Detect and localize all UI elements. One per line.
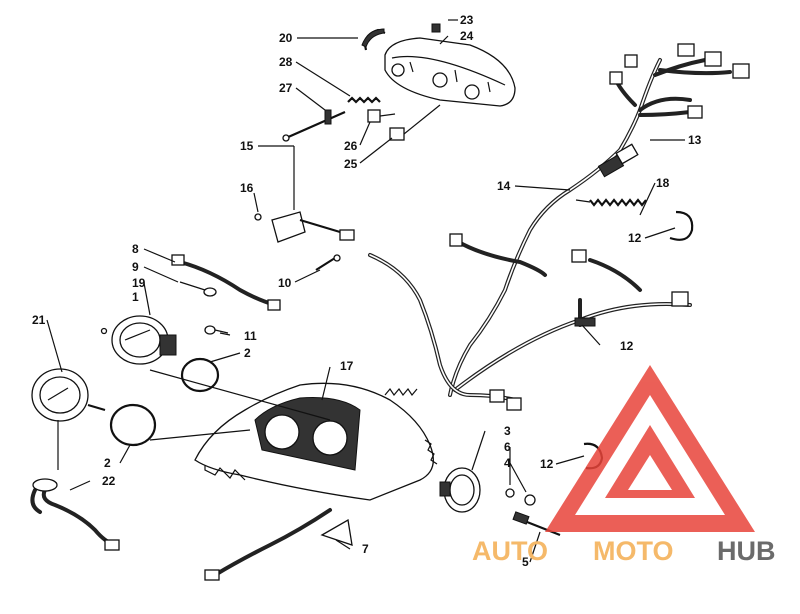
callout-5: 5: [522, 555, 529, 569]
adjust-spring-28: [347, 96, 381, 104]
watermark-text: AUTO MOTO HUB: [472, 536, 776, 566]
ring-2-upper: [180, 357, 220, 393]
callout-22: 22: [102, 474, 116, 488]
clamp-12-top: [669, 210, 694, 241]
gauge-3: [439, 467, 481, 513]
wiring-harness-upper: [448, 58, 732, 397]
callout-14: 14: [497, 179, 511, 193]
callout-2-upper: 2: [244, 346, 251, 360]
clamp-12-mid: [574, 317, 596, 327]
callout-17: 17: [340, 359, 354, 373]
callout-19: 19: [132, 276, 146, 290]
callout-20: 20: [279, 31, 293, 45]
connector-13: [597, 143, 639, 178]
watermark-hub: HUB: [717, 536, 776, 566]
callout-24: 24: [460, 29, 474, 43]
callout-6: 6: [504, 440, 511, 454]
bulb-11: [204, 325, 229, 335]
callout-16: 16: [240, 181, 254, 195]
clip-23: [431, 23, 441, 33]
leader-lines: [46, 19, 685, 563]
callout-12-mid: 12: [620, 339, 634, 353]
callout-21: 21: [32, 313, 46, 327]
callout-26: 26: [344, 139, 358, 153]
callout-9: 9: [132, 260, 139, 274]
callout-10: 10: [278, 276, 292, 290]
watermark-moto: MOTO: [593, 536, 674, 566]
bulb-socket-25: [389, 104, 441, 141]
bulb-socket-26: [367, 109, 396, 123]
bulb-5: [512, 511, 561, 537]
connector-right-a: [571, 249, 587, 263]
callout-18: 18: [656, 176, 670, 190]
callout-11: 11: [244, 329, 257, 343]
bracket-15: [254, 211, 355, 243]
connector-cluster-top-right: [609, 43, 750, 119]
gauge-21: [31, 368, 106, 422]
spring-18: [575, 198, 647, 207]
callout-8: 8: [132, 242, 139, 256]
washer-4: [505, 488, 515, 498]
bulb-19: [179, 281, 217, 297]
screw-19: [100, 327, 108, 335]
wiring-harness-lower-left: [204, 508, 332, 581]
callout-12-bottom: 12: [540, 457, 554, 471]
callout-25: 25: [344, 157, 358, 171]
callout-27: 27: [279, 81, 293, 95]
callout-2-lower: 2: [104, 456, 111, 470]
harness-22: [30, 478, 120, 551]
callout-28: 28: [279, 55, 293, 69]
wiring-harness-center: [368, 233, 547, 411]
watermark-auto: AUTO: [472, 536, 548, 566]
harness-8: [171, 254, 281, 311]
dash-panel-17: [194, 382, 438, 501]
callout-labels: 20 23 24 28 27 26 25 13 15 16 14 18 12 8…: [32, 13, 702, 569]
callout-23: 23: [460, 13, 474, 27]
connector-right-b: [671, 291, 689, 307]
headlight-assembly: [384, 37, 516, 107]
nut-6: [524, 494, 536, 506]
callout-1: 1: [132, 290, 139, 304]
screw-10: [315, 254, 341, 271]
callout-7: 7: [362, 542, 369, 556]
adjust-screw-27: [282, 109, 346, 142]
wiring-harness-lower-right: [453, 258, 692, 392]
callout-3: 3: [504, 424, 511, 438]
callout-12-top: 12: [628, 231, 642, 245]
gauge-1: [111, 315, 177, 365]
headlight-bracket-20: [361, 28, 386, 51]
callout-13: 13: [688, 133, 702, 147]
watermark-logo: [545, 365, 755, 532]
callout-4: 4: [504, 456, 511, 470]
ring-2-lower: [109, 403, 157, 447]
callout-15: 15: [240, 139, 254, 153]
